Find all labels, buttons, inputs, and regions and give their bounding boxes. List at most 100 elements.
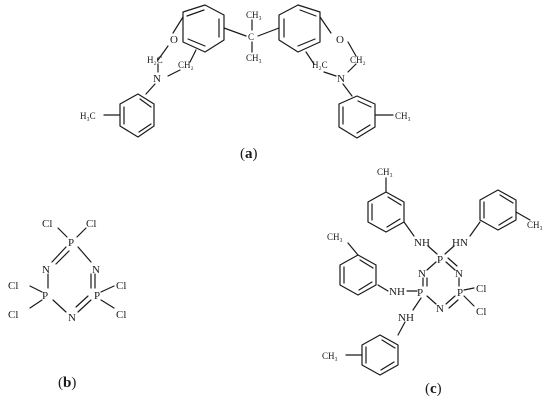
panel-c-nh-aryl-bond-3 bbox=[377, 284, 389, 292]
panel-a-ch3-top: CH₃ bbox=[246, 10, 262, 20]
panel-b-p-cl-bond-5 bbox=[100, 285, 115, 293]
panel-a-left-c-o-bond bbox=[172, 16, 184, 34]
panel-b-p-cl-bond-3 bbox=[29, 285, 43, 293]
panel-a-right-o-ch2-bond bbox=[347, 41, 357, 57]
panel-c-aryl-ring-4-double-3 bbox=[380, 361, 395, 371]
panel-b-p-top: P bbox=[68, 237, 74, 249]
panel-a-n-right: N bbox=[337, 73, 345, 85]
panel-c-nh-aryl-bond-4 bbox=[397, 321, 406, 336]
panel-c-p-nh-bond-2 bbox=[444, 245, 455, 255]
panel-c-aryl-ring-2-double-3 bbox=[498, 216, 513, 226]
panel-c-ring-bond-p-top-n-ur bbox=[445, 261, 456, 271]
panel-c-ch3-2: CH₃ bbox=[527, 220, 543, 230]
panel-a-left-aryl-double-1 bbox=[186, 9, 205, 17]
panel-c-structure: P P P N N N NH HN NH NH Cl Cl CH₃ CH₃ CH… bbox=[322, 167, 543, 397]
panel-c-aryl-ring-2-methyl-bond bbox=[515, 211, 531, 221]
panel-a-left-o-ch2-bond bbox=[157, 45, 169, 61]
panel-c-aryl-ring-2-double-2 bbox=[499, 194, 514, 204]
panel-b-cl-2: Cl bbox=[86, 218, 96, 230]
panel-b-p-cl-bond-4 bbox=[29, 299, 43, 309]
panel-a-bridge-left bbox=[223, 27, 247, 37]
panel-c-p-cl-bond-2 bbox=[463, 295, 475, 307]
panel-b-cl-3: Cl bbox=[8, 280, 18, 292]
panel-b-structure: P P P N N N Cl Cl Cl Cl Cl Cl (b) bbox=[8, 218, 126, 391]
panel-c-ch3-3: CH₃ bbox=[327, 232, 343, 242]
panel-a-ch3-right: CH₃ bbox=[395, 111, 411, 121]
panel-c-p-nh-bond-1 bbox=[427, 245, 438, 255]
panel-c-caption: (c) bbox=[425, 381, 442, 397]
panel-c-n-ur: N bbox=[455, 268, 463, 280]
panel-a-h3c-left: H₃C bbox=[80, 111, 96, 121]
panel-a-c-center: C bbox=[248, 32, 254, 42]
panel-b-p-right: P bbox=[94, 290, 100, 302]
panel-b-n-ul: N bbox=[42, 264, 50, 276]
panel-b-cl-1: Cl bbox=[42, 218, 52, 230]
panel-a-left-ch2-ring-bond bbox=[189, 49, 197, 63]
panel-b-cl-6: Cl bbox=[116, 309, 126, 321]
panel-a-right-ch2-ring-bond bbox=[305, 51, 315, 65]
panel-a-left-tolyl-double-3 bbox=[138, 123, 152, 133]
panel-c-ch3-1: CH₃ bbox=[377, 167, 393, 177]
panel-c-aryl-ring-4-double-2 bbox=[381, 339, 396, 349]
panel-b-ring-bond-p-right-n-bottom bbox=[77, 299, 92, 313]
panel-c-p-right: P bbox=[457, 287, 463, 299]
panel-a-ch2-right-n: CH₂ bbox=[350, 55, 366, 65]
panel-c-nh-aryl-bond-1 bbox=[403, 221, 415, 237]
panel-a-right-aryl-double-2 bbox=[299, 9, 317, 17]
panel-a-o-right: O bbox=[336, 34, 344, 46]
panel-c-aryl-ring-3-double-3 bbox=[358, 281, 373, 291]
panel-b-p-left: P bbox=[42, 290, 48, 302]
panel-c-p-left: P bbox=[417, 287, 423, 299]
panel-a-right-tolyl-ring bbox=[338, 95, 376, 139]
panel-c-nh-aryl-bond-2 bbox=[469, 221, 481, 237]
panel-a-right-tolyl-double-3 bbox=[356, 124, 371, 134]
panel-c-nh-4: NH bbox=[398, 312, 414, 324]
panel-a-left-tolyl-ring bbox=[119, 93, 155, 138]
panel-a-right-n-ch2-bond bbox=[323, 71, 337, 77]
panel-b-p-cl-bond-2 bbox=[76, 227, 87, 238]
panel-a-right-ch2-n-bond bbox=[347, 63, 357, 73]
panel-c-ring-bond-p-top-n-ur-double bbox=[447, 257, 458, 267]
panel-c-aryl-ring-3 bbox=[339, 254, 377, 296]
panel-b-ring-bond-p-right-n-bottom-double bbox=[75, 295, 89, 308]
panel-b-cl-4: Cl bbox=[8, 309, 18, 321]
panel-c-n-ul: N bbox=[418, 268, 426, 280]
panel-a-left-tolyl-double-1 bbox=[139, 98, 152, 108]
panel-c-ring-bond-p-top-n-ul bbox=[426, 261, 437, 271]
panel-b-cl-5: Cl bbox=[116, 280, 126, 292]
panel-c-aryl-ring-3-methyl-bond bbox=[347, 242, 359, 256]
panel-a-n-left: N bbox=[153, 73, 161, 85]
panel-a-ch2-left-n: CH₂ bbox=[178, 60, 194, 70]
panel-b-p-cl-bond-6 bbox=[100, 299, 115, 309]
panel-c-ring-bond-p-right-n-bottom-double bbox=[448, 299, 459, 309]
panel-a-bridge-right bbox=[257, 27, 280, 37]
panel-c-cl-1: Cl bbox=[476, 283, 486, 295]
panel-c-aryl-ring-2 bbox=[479, 189, 517, 231]
panel-b-n-bottom: N bbox=[68, 312, 76, 324]
panel-c-aryl-ring-4 bbox=[361, 334, 399, 376]
panel-a-right-aryl-ring bbox=[278, 4, 321, 53]
panel-a-ch3-bottom: CH₃ bbox=[246, 53, 262, 63]
panel-b-p-cl-bond-1 bbox=[57, 227, 68, 238]
panel-a-left-n-ch2-bond bbox=[167, 69, 181, 77]
panel-c-ring-bond-p-left-n-bottom bbox=[426, 295, 437, 305]
panel-c-ring-bond-p-right-n-bottom bbox=[445, 295, 456, 305]
panel-a-right-n-aryl-bond bbox=[342, 83, 353, 97]
panel-a-left-aryl-ring bbox=[182, 4, 225, 53]
panel-b-ring-bond-p-top-n-ul-double bbox=[55, 250, 70, 265]
panel-c-aryl-ring-1-double-3 bbox=[386, 218, 401, 228]
panel-c-ch3-4: CH₃ bbox=[322, 351, 338, 361]
panel-c-n-bottom: N bbox=[436, 303, 444, 315]
panel-c-nh-2: HN bbox=[452, 237, 468, 249]
panel-a-left-aryl-double-3 bbox=[187, 38, 206, 47]
panel-a-right-aryl-double-3 bbox=[297, 38, 316, 47]
panel-c-p-nh-bond-4 bbox=[412, 297, 422, 311]
panel-a-h2c-right-top: H₂C bbox=[312, 60, 328, 70]
panel-a-h2c-left-top: H₂C bbox=[147, 55, 163, 65]
panel-b-n-ur: N bbox=[92, 264, 100, 276]
panel-c-p-cl-bond-1 bbox=[463, 287, 475, 291]
panel-c-aryl-ring-3-double-2 bbox=[359, 259, 374, 269]
panel-b-caption: (b) bbox=[58, 375, 76, 391]
panel-c-aryl-ring-1-double-2 bbox=[387, 196, 402, 206]
